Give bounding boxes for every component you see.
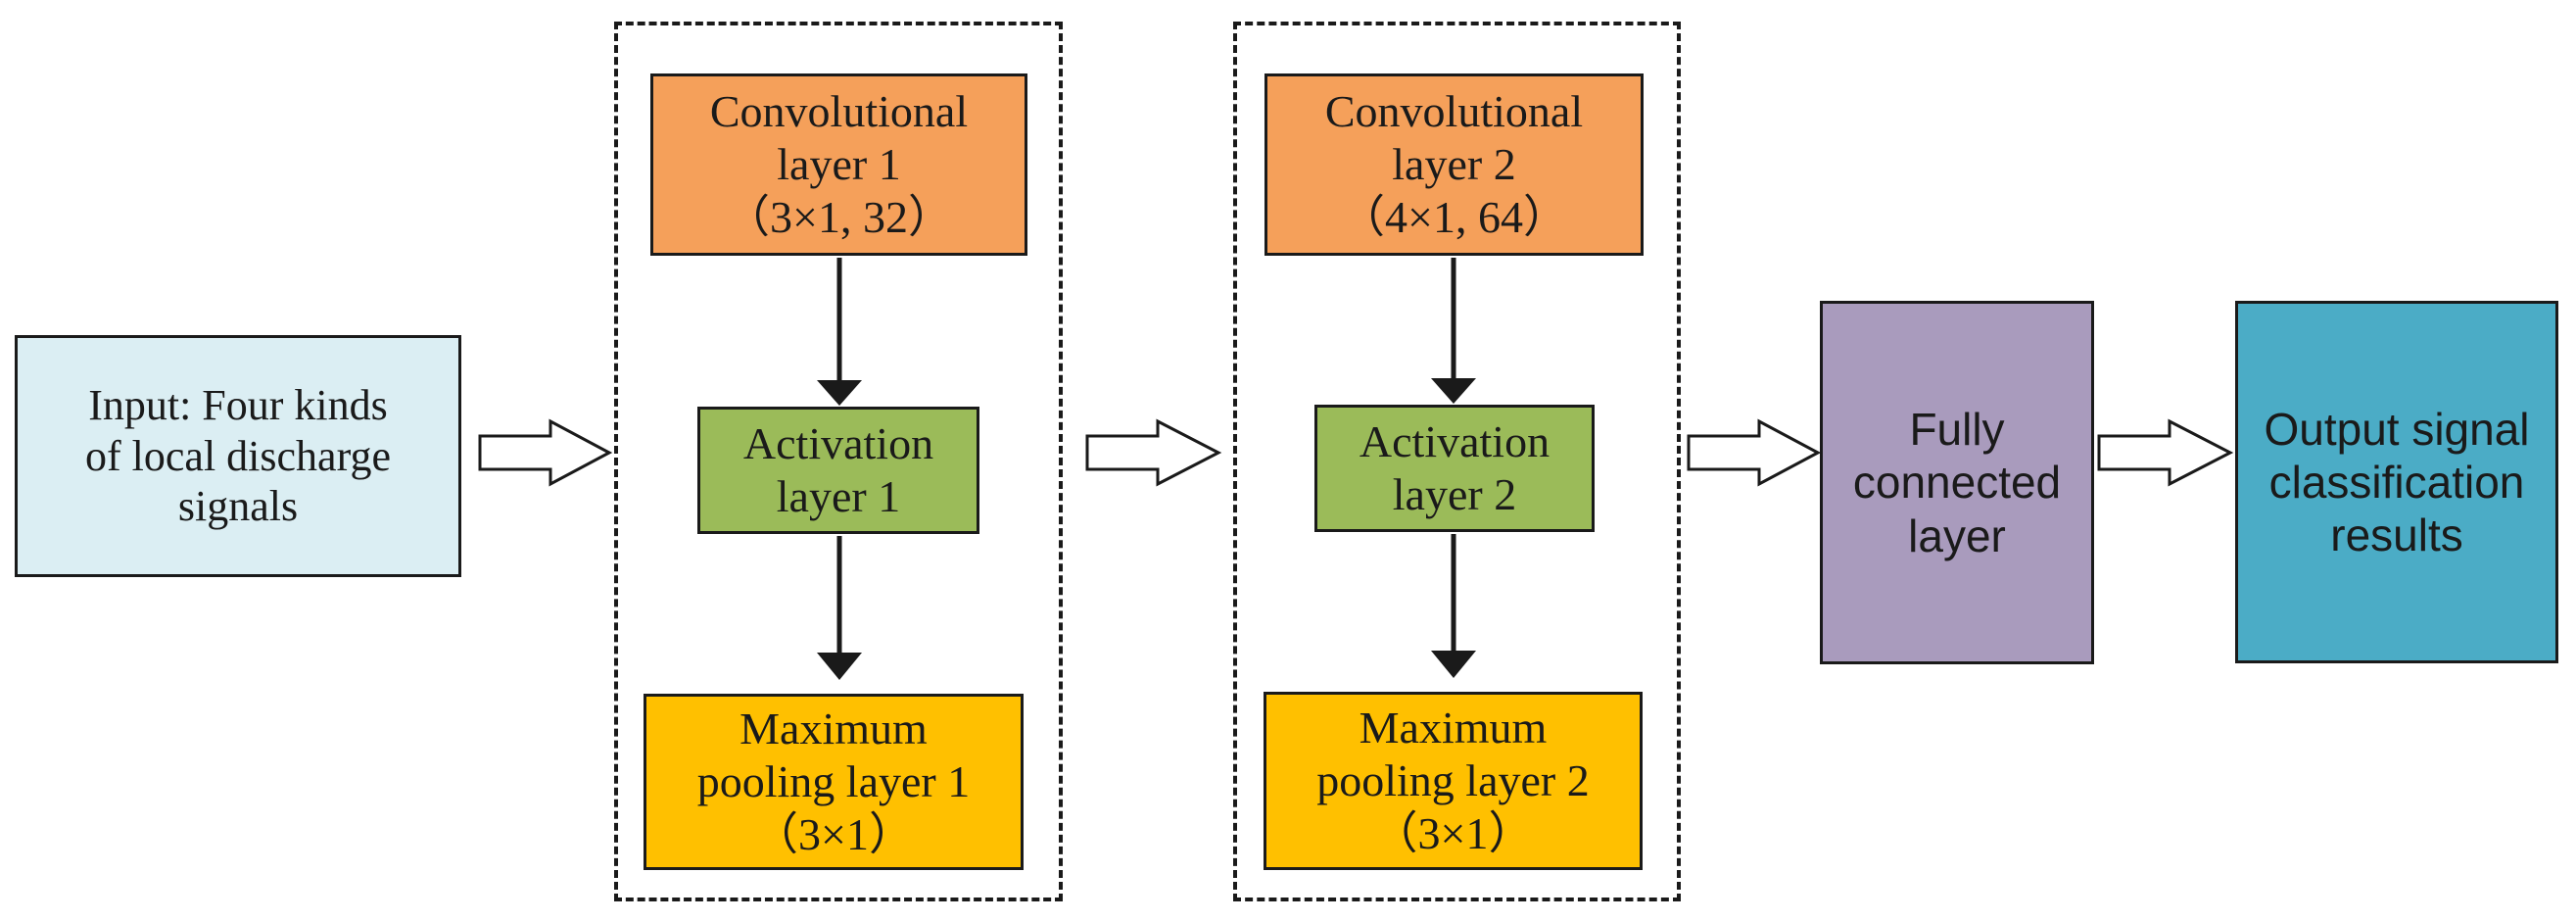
conv-block-1-group [614, 22, 1063, 901]
conv1-label-line-2: layer 1 [777, 138, 901, 189]
act1-label-line-2: layer 1 [776, 471, 901, 521]
activation-layer-2-box: Activation layer 2 [1314, 405, 1595, 532]
output-label-line-2: classification [2268, 456, 2525, 508]
max-pooling-layer-2-box: Maximum pooling layer 2 （3×1） [1264, 692, 1643, 870]
input-box: Input: Four kinds of local discharge sig… [15, 335, 461, 577]
fc-label-line-3: layer [1908, 510, 2006, 561]
convolutional-layer-2-box: Convolutional layer 2 （4×1, 64） [1264, 73, 1644, 256]
act2-label-line-1: Activation [1359, 415, 1550, 466]
pool2-label-line-1: Maximum [1359, 702, 1548, 752]
input-label-line-1: Input: Four kinds [88, 380, 388, 429]
conv1-label-line-3: （3×1, 32） [725, 192, 953, 243]
pool2-label-line-3: （3×1） [1372, 808, 1534, 859]
fully-connected-layer-box: Fully connected layer [1820, 301, 2094, 664]
conv-block-2-group [1233, 22, 1681, 901]
input-label-line-3: signals [177, 482, 299, 531]
act2-label-line-2: layer 2 [1392, 469, 1517, 519]
input-label-line-2: of local discharge [85, 431, 391, 480]
conv2-label-line-2: layer 2 [1392, 138, 1516, 189]
hollow-right-arrow-icon [2097, 418, 2234, 487]
activation-layer-1-box: Activation layer 1 [697, 407, 979, 534]
max-pooling-layer-1-box: Maximum pooling layer 1 （3×1） [644, 694, 1024, 870]
fc-label-line-1: Fully [1909, 404, 2005, 456]
pool1-label-line-1: Maximum [739, 703, 928, 753]
conv2-label-line-1: Convolutional [1324, 85, 1584, 136]
pool1-label-line-3: （3×1） [753, 809, 914, 860]
hollow-right-arrow-icon [478, 418, 613, 487]
act1-label-line-1: Activation [742, 417, 934, 468]
pool1-label-line-2: pooling layer 1 [696, 755, 971, 806]
conv2-label-line-3: （4×1, 64） [1340, 192, 1568, 243]
conv1-label-line-1: Convolutional [709, 85, 969, 136]
hollow-right-arrow-icon [1687, 418, 1822, 487]
output-label-line-3: results [2330, 510, 2463, 561]
output-results-box: Output signal classification results [2235, 301, 2558, 663]
convolutional-layer-1-box: Convolutional layer 1 （3×1, 32） [650, 73, 1027, 256]
hollow-right-arrow-icon [1085, 418, 1222, 487]
pool2-label-line-2: pooling layer 2 [1316, 754, 1590, 805]
fc-label-line-2: connected [1852, 457, 2062, 509]
output-label-line-1: Output signal [2264, 403, 2530, 455]
